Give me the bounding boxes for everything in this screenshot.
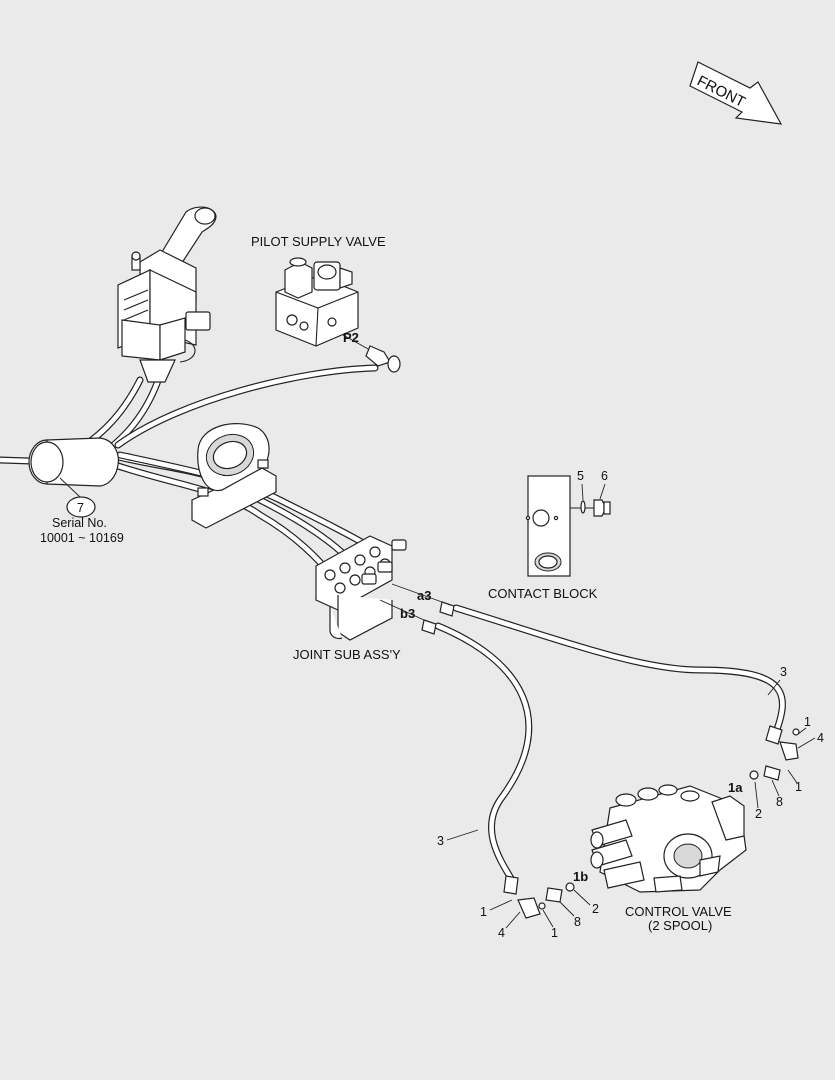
joint-sub-assy-label: JOINT SUB ASS'Y bbox=[293, 647, 401, 662]
part-number-2-left: 2 bbox=[592, 902, 599, 916]
part-number-1-right-bottom: 1 bbox=[795, 780, 802, 794]
hose-b3-to-1b bbox=[421, 619, 575, 919]
port-1a-tag: 1a bbox=[728, 780, 743, 795]
control-valve-label: CONTROL VALVE bbox=[625, 904, 732, 919]
serial-range-label: 10001 ~ 10169 bbox=[40, 531, 124, 545]
callout-7-number: 7 bbox=[77, 501, 84, 515]
joystick-lever-assembly bbox=[117, 206, 217, 383]
part-number-1-right-top: 1 bbox=[804, 715, 811, 729]
hose-protector-sleeve bbox=[28, 437, 120, 487]
part-number-3-right: 3 bbox=[780, 665, 787, 679]
hose-clamp-bracket bbox=[191, 423, 277, 529]
part-number-4-left: 4 bbox=[498, 926, 505, 940]
port-1b-tag: 1b bbox=[573, 869, 588, 884]
part-number-8-left: 8 bbox=[574, 915, 581, 929]
part-number-3-left: 3 bbox=[437, 834, 444, 848]
control-valve-drawing bbox=[590, 784, 747, 893]
pilot-supply-valve-label: PILOT SUPPLY VALVE bbox=[251, 234, 386, 249]
part-number-4-right: 4 bbox=[817, 731, 824, 745]
serial-no-label: Serial No. bbox=[52, 516, 107, 530]
port-b3-tag: b3 bbox=[400, 606, 415, 621]
control-valve-spool-label: (2 SPOOL) bbox=[648, 918, 712, 933]
part-number-2-right: 2 bbox=[755, 807, 762, 821]
pilot-supply-valve-drawing bbox=[275, 257, 401, 373]
part-number-6: 6 bbox=[601, 469, 608, 483]
callout-7: 7 bbox=[59, 477, 96, 518]
port-p2-tag: P2 bbox=[343, 330, 359, 345]
part-number-5: 5 bbox=[577, 469, 584, 483]
joint-sub-assy-drawing bbox=[315, 535, 407, 641]
part-number-8-right: 8 bbox=[776, 795, 783, 809]
contact-block-label: CONTACT BLOCK bbox=[488, 586, 598, 601]
front-direction-arrow: FRONT bbox=[689, 61, 783, 125]
part-number-1-left-b: 1 bbox=[551, 926, 558, 940]
contact-block-drawing bbox=[525, 475, 611, 577]
part-number-1-left-a: 1 bbox=[480, 905, 487, 919]
hose-a3-to-1a bbox=[439, 601, 800, 781]
